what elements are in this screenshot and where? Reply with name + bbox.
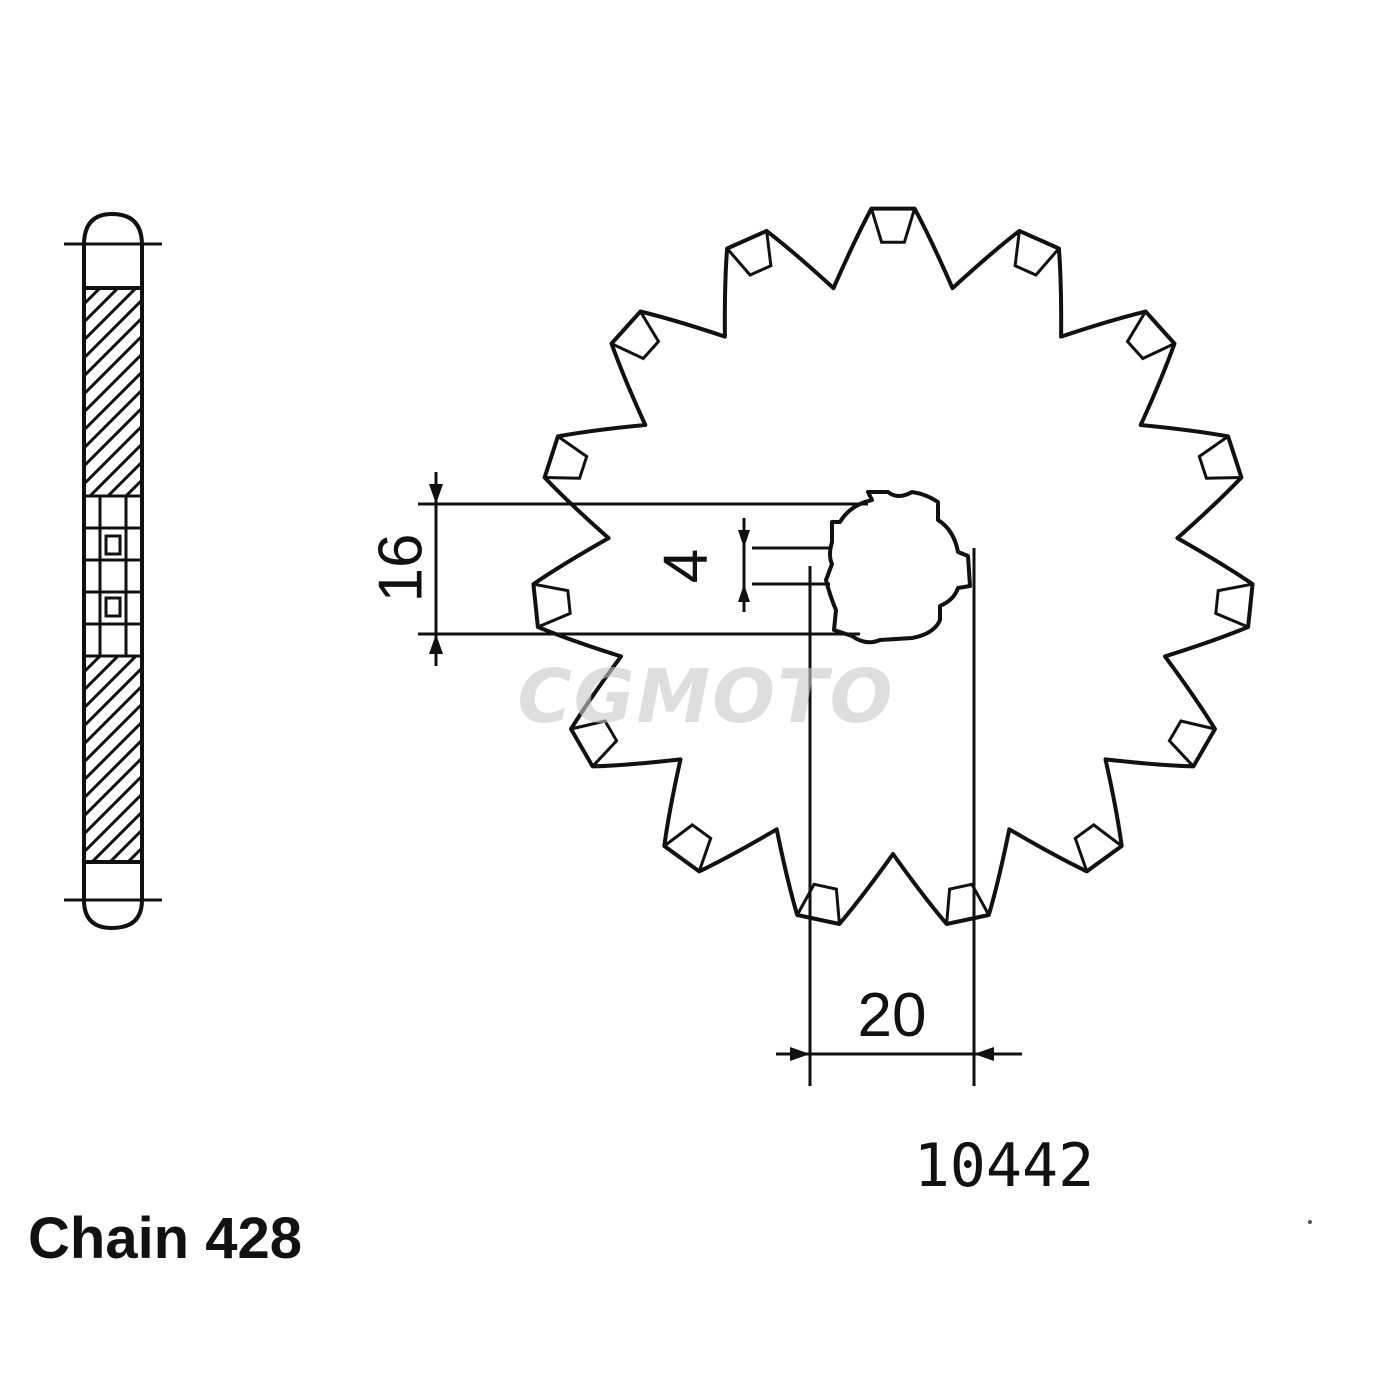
hatch-line <box>105 460 142 496</box>
hatch-line <box>84 352 142 414</box>
watermark: CGMOTO <box>518 654 895 740</box>
tooth-tip <box>869 208 917 244</box>
tooth-tip <box>533 582 572 629</box>
hatch-line <box>84 228 142 286</box>
hatch-line <box>84 656 139 710</box>
dimension-16-label: 16 <box>366 534 435 603</box>
hatch-line <box>84 334 142 396</box>
hatch-line <box>87 442 142 496</box>
hatch-line <box>84 288 139 342</box>
dimension-4-label: 4 <box>651 549 720 583</box>
side-view <box>64 212 162 960</box>
hatch-line <box>84 424 142 486</box>
hatch-line <box>84 534 142 592</box>
hatch-line <box>84 370 142 432</box>
hatch-line <box>84 288 121 324</box>
front-view <box>531 206 1255 926</box>
tooth-tip <box>725 230 773 277</box>
chain-label: Chain 428 <box>28 1206 302 1271</box>
hatch-line <box>84 656 103 674</box>
hatch-line <box>125 846 142 862</box>
hatch-line <box>123 478 142 496</box>
hatch-line <box>84 316 142 378</box>
hatch-line <box>84 756 142 818</box>
tooth-tip <box>544 435 589 480</box>
hatch-line <box>84 702 142 764</box>
hatch-line <box>84 774 142 836</box>
hatch-line <box>84 298 142 360</box>
splined-bore <box>824 490 972 645</box>
tooth-tip <box>1073 823 1123 872</box>
hatch-line <box>84 666 142 728</box>
dimension-20: 20 <box>776 548 1022 1086</box>
hatch-line <box>84 516 142 574</box>
tooth-tip <box>663 823 713 872</box>
hatch-line <box>107 828 142 862</box>
side-view-hatching-lower <box>84 656 142 960</box>
tooth-tip <box>945 882 991 925</box>
hatch-line <box>84 388 142 450</box>
sprocket-tooth-tips <box>533 208 1253 925</box>
tooth-tip <box>1197 435 1242 480</box>
sprocket-tooth-profile <box>531 206 1255 926</box>
part-number: 10442 <box>914 1131 1095 1201</box>
stray-dot <box>1308 1220 1312 1224</box>
hatch-line <box>89 810 142 862</box>
tooth-tip <box>795 882 841 925</box>
tooth-tip <box>1214 582 1253 629</box>
tooth-tip <box>570 719 619 768</box>
side-view-hatching-upper <box>84 228 142 592</box>
hatch-line <box>84 288 103 306</box>
dimension-4: 4 <box>651 518 830 612</box>
side-view-hub <box>82 494 144 658</box>
tooth-tip <box>610 310 661 361</box>
hatch-line <box>84 866 142 924</box>
tooth-tip <box>1167 719 1216 768</box>
hatch-line <box>84 884 142 942</box>
hatch-line <box>84 738 142 800</box>
hatch-line <box>84 656 121 692</box>
side-view-outline <box>82 212 144 930</box>
hatch-line <box>84 720 142 782</box>
hatch-line <box>84 406 142 468</box>
dimension-20-label: 20 <box>858 981 927 1050</box>
dimension-16: 16 <box>366 472 868 666</box>
tooth-tip <box>1013 230 1061 277</box>
hatch-line <box>84 792 142 854</box>
hatch-line <box>84 684 142 746</box>
tooth-tip <box>1125 310 1176 361</box>
hatch-line <box>84 902 142 960</box>
